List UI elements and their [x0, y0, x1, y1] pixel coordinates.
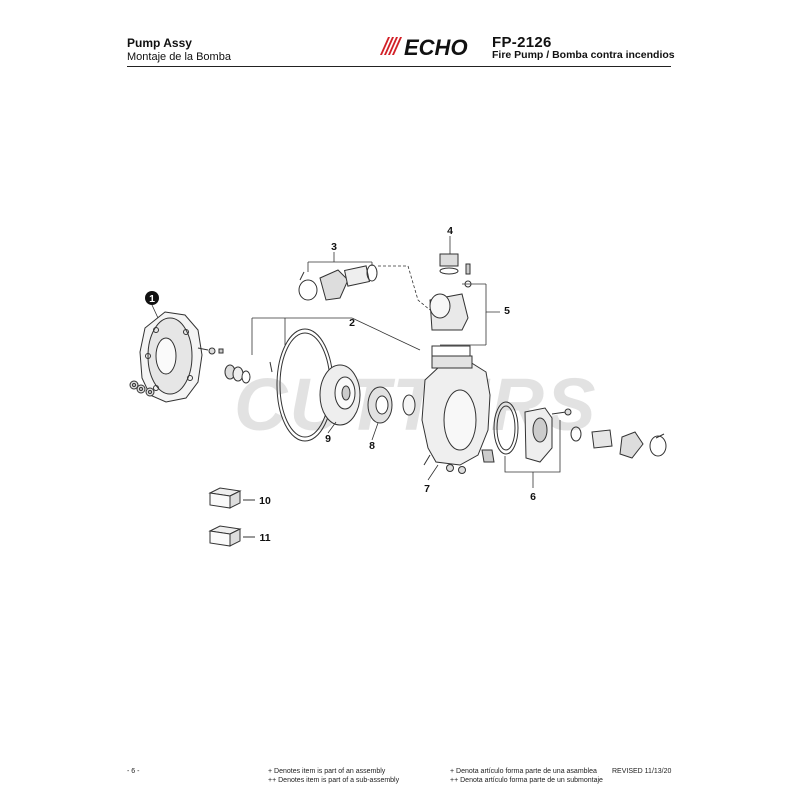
bolt-washer-set	[197, 347, 273, 384]
part-7-pump-casing	[421, 355, 491, 466]
footnote-assembly-en: + Denotes item is part of an assembly	[268, 768, 386, 775]
callout-8: 8	[369, 440, 375, 452]
part-3-outlet-fittings	[298, 264, 378, 301]
footnote-subassembly-es: ++ Denota artículo forma parte de un sub…	[450, 777, 603, 784]
callout-11: 11	[259, 532, 270, 544]
part-10-kit-box	[208, 487, 255, 509]
seal-washer	[402, 394, 416, 416]
callout-5: 5	[504, 305, 510, 317]
part-1-nuts	[129, 380, 155, 397]
footnote-assembly-es: + Denota artículo forma parte de una asa…	[450, 768, 597, 775]
part-4-cap	[439, 253, 459, 275]
inlet-hose-fittings	[570, 426, 667, 459]
part-6-inlet-assembly	[493, 401, 572, 463]
model-number: FP-2126	[492, 34, 552, 51]
page-subtitle: Montaje de la Bomba	[127, 51, 231, 63]
part-8-seal-plate	[367, 386, 393, 424]
echo-logo: ECHO	[380, 35, 468, 57]
callout-6: 6	[530, 491, 536, 503]
callout-9: 9	[325, 433, 331, 445]
callout-4: 4	[447, 225, 453, 237]
part-1-pump-cover	[139, 311, 203, 403]
part-9-impeller	[319, 364, 361, 426]
revision-date: REVISED 11/13/20	[612, 768, 672, 775]
part-5-outlet-elbow	[429, 263, 472, 331]
header-divider	[127, 66, 671, 67]
callout-7: 7	[424, 483, 430, 495]
callout-3: 3	[331, 241, 337, 253]
brand-name: ECHO	[404, 35, 468, 57]
casing-gasket	[431, 345, 471, 357]
page-number: - 6 -	[127, 768, 140, 775]
callout-1-badge	[145, 291, 159, 305]
callout-2: 2	[349, 317, 355, 329]
model-description: Fire Pump / Bomba contra incendios	[492, 49, 675, 61]
part-11-kit-box	[208, 525, 255, 547]
footnote-subassembly-en: ++ Denotes item is part of a sub-assembl…	[268, 777, 400, 784]
callout-10: 10	[259, 495, 271, 507]
drain-plugs	[446, 449, 495, 474]
callout-1: 1	[149, 293, 155, 305]
page-title: Pump Assy	[127, 36, 192, 50]
leader-lines	[151, 236, 561, 488]
